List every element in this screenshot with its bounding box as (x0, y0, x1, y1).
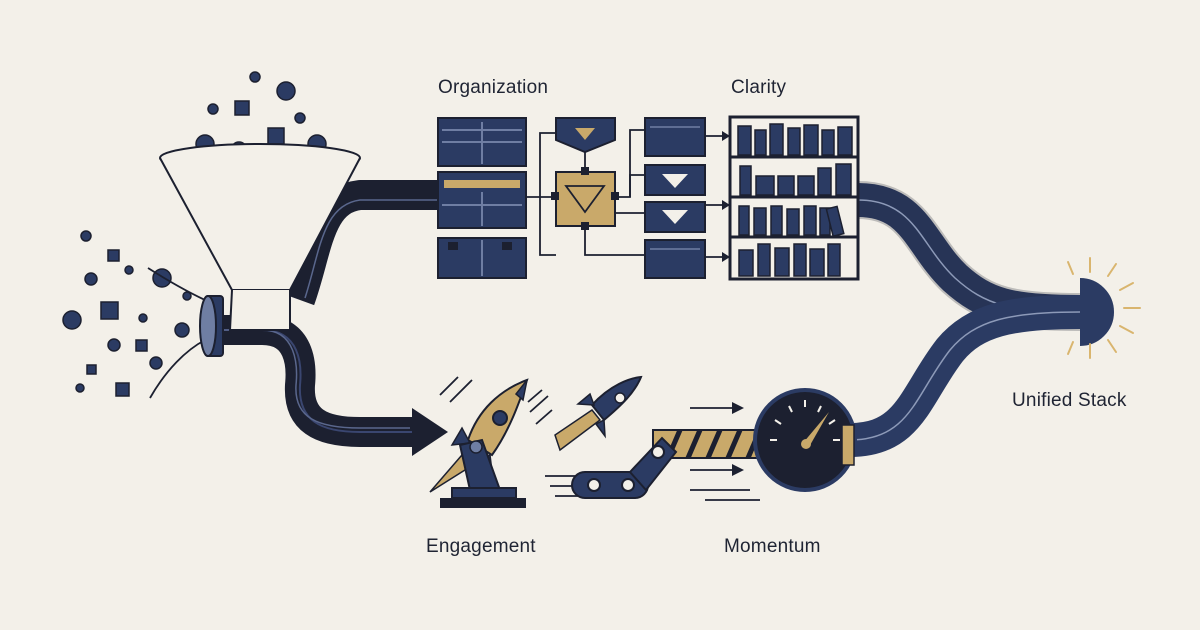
conveyor-icon (571, 402, 766, 501)
engagement-label: Engagement (426, 536, 536, 557)
pipeline (215, 180, 1114, 457)
funnel-icon (159, 143, 361, 331)
pipe-icon (199, 295, 224, 357)
bookshelf-icon (728, 115, 860, 281)
particle-streams (147, 267, 206, 399)
grid-board-icon (437, 117, 527, 279)
clarity-label: Clarity (731, 77, 787, 98)
organization-label: Organization (438, 77, 549, 98)
glow-icon (1067, 257, 1141, 359)
rocket-icon (429, 375, 643, 508)
unified-stack-label: Unified Stack (1012, 390, 1127, 411)
flow-node-icon (551, 117, 706, 279)
momentum-label: Momentum (724, 536, 821, 557)
speedometer-icon (753, 388, 857, 492)
flow-arrowheads (722, 131, 730, 262)
